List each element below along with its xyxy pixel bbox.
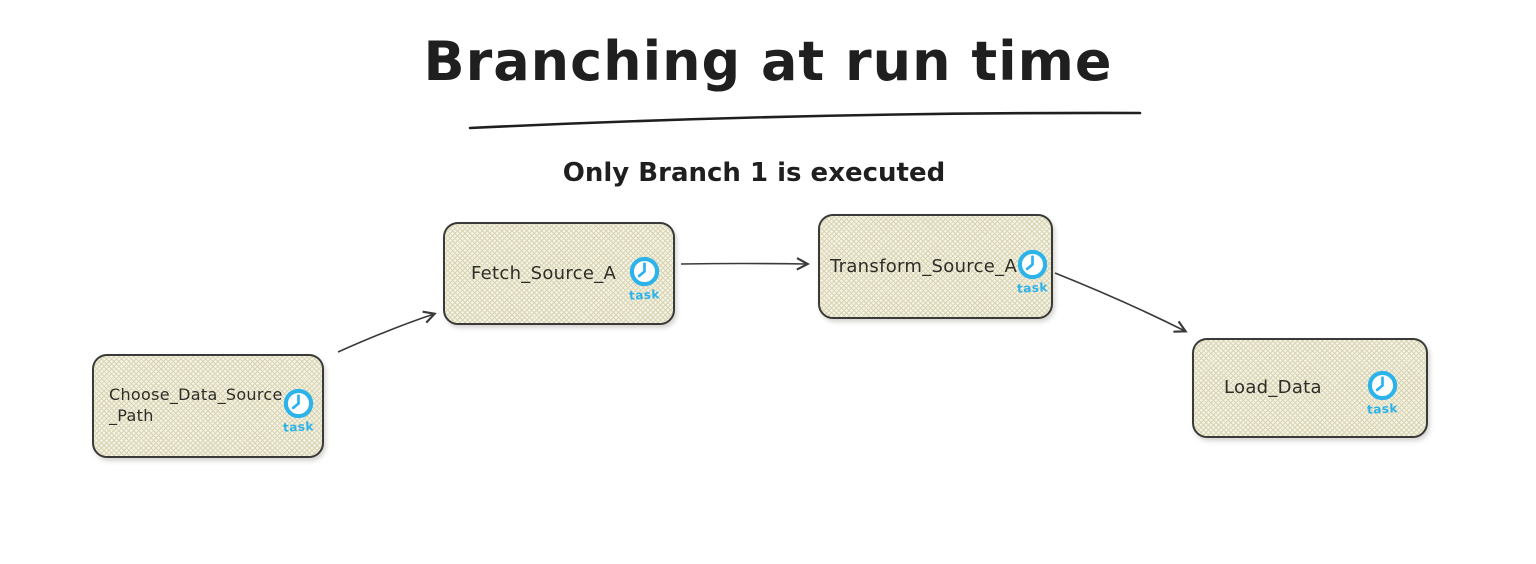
task-label: task <box>282 419 314 435</box>
node-label: Fetch_Source_A <box>471 262 617 284</box>
node-label-line: _Path <box>109 406 154 425</box>
task-badge: task <box>1366 370 1399 417</box>
node-choose-data-source-path[interactable]: Choose_Data_Source _Path task <box>92 354 324 458</box>
task-badge: task <box>629 256 660 302</box>
task-badge: task <box>282 388 314 435</box>
title-underline <box>468 111 1142 130</box>
edge-choose-to-fetch <box>337 314 434 353</box>
clock-icon <box>283 388 314 419</box>
clock-icon <box>1367 370 1398 401</box>
node-label: Load_Data <box>1224 377 1322 399</box>
edge-fetch-to-transform <box>680 264 807 265</box>
node-label: Transform_Source_A <box>830 255 1018 277</box>
task-label: task <box>628 286 661 303</box>
task-label: task <box>1366 401 1399 417</box>
clock-icon <box>1017 249 1048 280</box>
task-label: task <box>1016 279 1049 296</box>
diagram-subtitle: Only Branch 1 is executed <box>562 158 946 188</box>
edge-transform-to-load <box>1054 272 1185 331</box>
diagram-title: Branching at run time <box>423 30 1113 93</box>
node-transform-source-a[interactable]: Transform_Source_A task <box>818 214 1053 319</box>
node-label: Choose_Data_Source _Path <box>109 385 283 427</box>
node-fetch-source-a[interactable]: Fetch_Source_A task <box>443 222 675 325</box>
node-label-line: Choose_Data_Source <box>109 385 283 405</box>
task-badge: task <box>1017 249 1048 295</box>
clock-icon <box>629 256 660 287</box>
node-load-data[interactable]: Load_Data task <box>1192 338 1428 438</box>
